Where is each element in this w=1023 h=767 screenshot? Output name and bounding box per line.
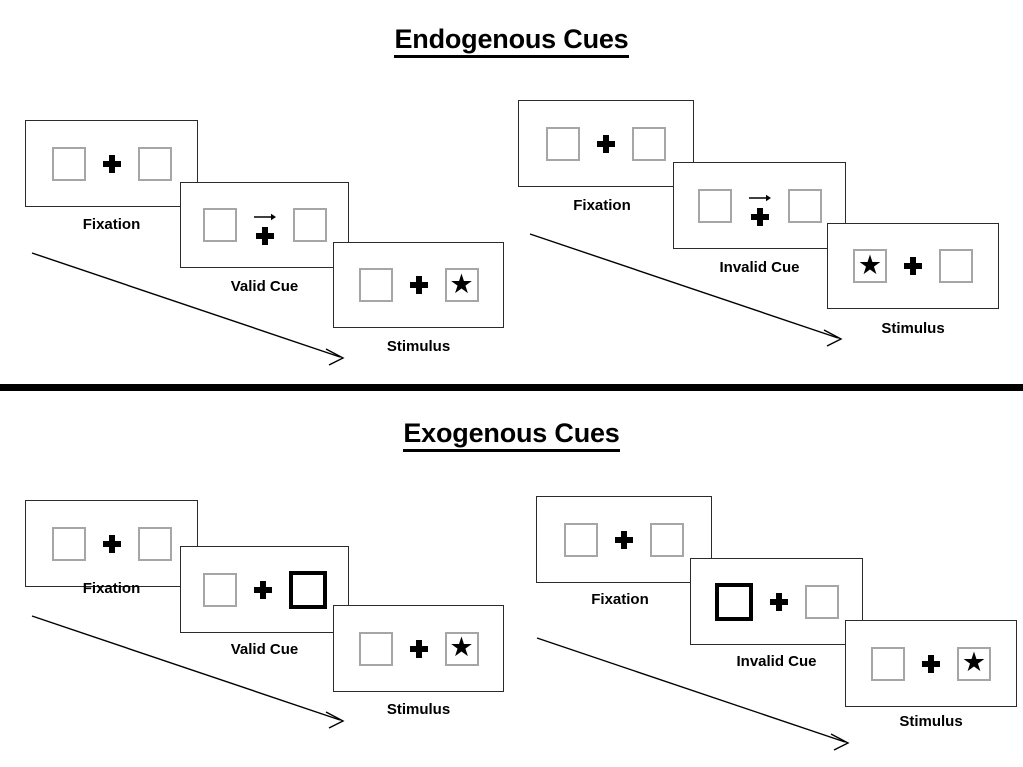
target-box-left [202, 572, 237, 607]
caption-endogenous-invalid-cue: Invalid Cue [719, 259, 800, 276]
target-box-left [697, 188, 732, 223]
section-title-endogenous-text: Endogenous Cues [394, 24, 629, 58]
target-box-right [292, 208, 327, 242]
frame-content [537, 497, 711, 582]
frame-content [519, 101, 693, 186]
frame-content [26, 121, 197, 206]
frame-content [181, 183, 348, 267]
target-box-right [137, 146, 172, 181]
target-box-left: ★ [853, 249, 887, 283]
caption-endogenous-invalid-fixation: Fixation [573, 197, 631, 214]
cue-stack [253, 203, 277, 247]
trial-frame-endogenous-invalid-cue [673, 162, 846, 249]
target-box-right [650, 522, 684, 557]
star-icon-right: ★ [449, 268, 474, 299]
target-box-left [358, 631, 393, 666]
caption-endogenous-invalid-stimulus: Stimulus [881, 320, 945, 337]
star-icon-right: ★ [961, 647, 987, 677]
fixation-cross-icon [255, 226, 275, 246]
target-box-left-cued [714, 582, 753, 621]
fixation-cross-icon [253, 580, 273, 600]
caption-exogenous-valid-fixation: Fixation [82, 580, 141, 597]
fixation-cross-icon [921, 654, 941, 674]
trial-frame-endogenous-valid-fixation [25, 120, 198, 207]
fixation-cross-icon [102, 534, 122, 554]
star-icon-right: ★ [449, 632, 474, 662]
trial-frame-endogenous-valid-stimulus: ★ [333, 242, 504, 328]
target-box-right-cued [288, 570, 327, 609]
caption-endogenous-valid-stimulus: Stimulus [386, 338, 451, 355]
caption-exogenous-valid-stimulus: Stimulus [386, 701, 451, 718]
target-box-right [632, 126, 666, 161]
target-box-left [871, 646, 905, 681]
target-box-right: ★ [444, 268, 479, 302]
caption-endogenous-valid-fixation: Fixation [82, 216, 141, 233]
fixation-cross-icon [614, 530, 634, 550]
caption-endogenous-valid-cue: Valid Cue [230, 278, 299, 295]
section-title-exogenous: Exogenous Cues [0, 418, 1023, 452]
caption-exogenous-invalid-fixation: Fixation [591, 591, 649, 608]
fixation-cross-icon [409, 639, 429, 659]
fixation-cross-icon [409, 275, 429, 295]
target-box-right [939, 249, 973, 283]
trial-frame-endogenous-invalid-stimulus: ★ [827, 223, 999, 309]
target-box-right [137, 526, 172, 561]
target-box-left [546, 126, 580, 161]
arrow-right-icon [253, 212, 277, 224]
fixation-cross-icon [769, 592, 789, 612]
trial-frame-exogenous-valid-cue [180, 546, 349, 633]
section-title-exogenous-text: Exogenous Cues [403, 418, 620, 452]
section-title-endogenous: Endogenous Cues [0, 24, 1023, 58]
fixation-cross-icon [750, 207, 770, 227]
caption-exogenous-invalid-stimulus: Stimulus [899, 713, 963, 730]
time-flow-arrow-icon-exogenous-invalid [536, 637, 850, 751]
trial-frame-endogenous-valid-cue [180, 182, 349, 268]
frame-content [181, 547, 348, 632]
star-icon-left: ★ [857, 249, 883, 280]
cue-stack [748, 184, 772, 228]
trial-frame-exogenous-invalid-stimulus: ★ [845, 620, 1017, 707]
target-box-left [358, 268, 393, 302]
trial-frame-exogenous-invalid-cue [690, 558, 863, 645]
trial-frame-endogenous-invalid-fixation [518, 100, 694, 187]
frame-content: ★ [334, 606, 503, 691]
target-box-right: ★ [957, 646, 991, 681]
trial-frame-exogenous-valid-stimulus: ★ [333, 605, 504, 692]
frame-content [691, 559, 862, 644]
target-box-left [564, 522, 598, 557]
frame-content: ★ [846, 621, 1016, 706]
caption-exogenous-invalid-cue: Invalid Cue [736, 653, 817, 670]
caption-exogenous-valid-cue: Valid Cue [230, 641, 299, 658]
target-box-right [804, 584, 839, 619]
trial-frame-exogenous-invalid-fixation [536, 496, 712, 583]
frame-content: ★ [828, 224, 998, 308]
target-box-right [787, 188, 822, 223]
frame-content [26, 501, 197, 586]
frame-content: ★ [334, 243, 503, 327]
target-box-left [202, 208, 237, 242]
arrow-right-icon [748, 193, 772, 205]
frame-content [674, 163, 845, 248]
target-box-left [51, 526, 86, 561]
target-box-left [51, 146, 86, 181]
fixation-cross-icon [102, 154, 122, 174]
section-divider [0, 384, 1023, 391]
trial-frame-exogenous-valid-fixation [25, 500, 198, 587]
fixation-cross-icon [596, 134, 616, 154]
target-box-right: ★ [444, 631, 479, 666]
fixation-cross-icon [903, 256, 923, 276]
